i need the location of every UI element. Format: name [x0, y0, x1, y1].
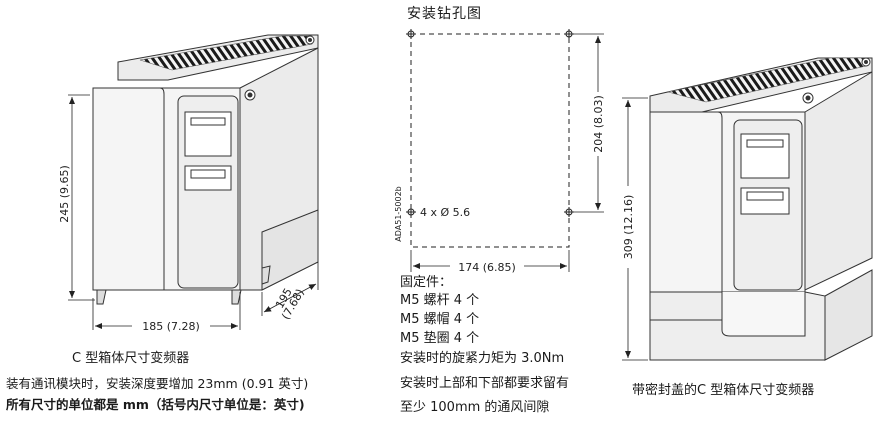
drilling-title: 安装钻孔图 — [407, 6, 482, 22]
fastener-item-bolt: M5 螺杆 4 个 — [400, 293, 480, 308]
clearance-note-line2: 至少 100mm 的通风间隙 — [400, 400, 550, 415]
drilling-template — [406, 29, 574, 248]
left-caption-note1: 装有通讯模块时，安装深度要增加 23mm (0.91 英寸) — [6, 376, 309, 391]
drilling-height-label-bg — [591, 92, 605, 156]
drilling-width-label-bg — [450, 260, 524, 273]
left-inverter-unit — [92, 34, 319, 305]
hole-size-label: 4 x Ø 5.6 — [420, 206, 470, 219]
mounting-hole-top-right — [564, 29, 574, 39]
mounting-hole-bottom-right — [564, 207, 574, 217]
left-width-label-bg — [132, 319, 210, 333]
fastener-item-nut: M5 螺帽 4 个 — [400, 312, 480, 327]
left-caption-note2: 所有尺寸的单位都是 mm（括号内尺寸单位是：英寸) — [6, 397, 305, 412]
left-dimension-lines — [68, 94, 319, 330]
left-caption-title: C 型箱体尺寸变频器 — [72, 351, 190, 366]
torque-note: 安装时的旋紧力矩为 3.0Nm — [400, 351, 565, 366]
drilling-height-label: 204 (8.03) — [592, 95, 605, 153]
right-height-label: 309 (12.16) — [622, 195, 635, 260]
drilling-dimension-lines — [410, 33, 604, 272]
fastener-item-washer: M5 垫圈 4 个 — [400, 331, 480, 346]
mounting-hole-top-left — [406, 29, 416, 39]
right-caption-title: 带密封盖的C 型箱体尺寸变频器 — [632, 383, 815, 398]
clearance-note-line1: 安装时上部和下部都要求留有 — [400, 376, 570, 391]
right-inverter-unit — [649, 57, 873, 361]
left-width-label: 185 (7.28) — [142, 320, 200, 333]
drawing-code: ADA51-5002b — [394, 186, 403, 241]
mounting-hole-bottom-left — [406, 207, 416, 217]
drilling-width-label: 174 (6.85) — [458, 261, 516, 274]
right-height-label-bg — [621, 186, 635, 268]
left-height-label: 245 (9.65) — [58, 165, 71, 223]
fasteners-heading: 固定件： — [400, 275, 453, 290]
